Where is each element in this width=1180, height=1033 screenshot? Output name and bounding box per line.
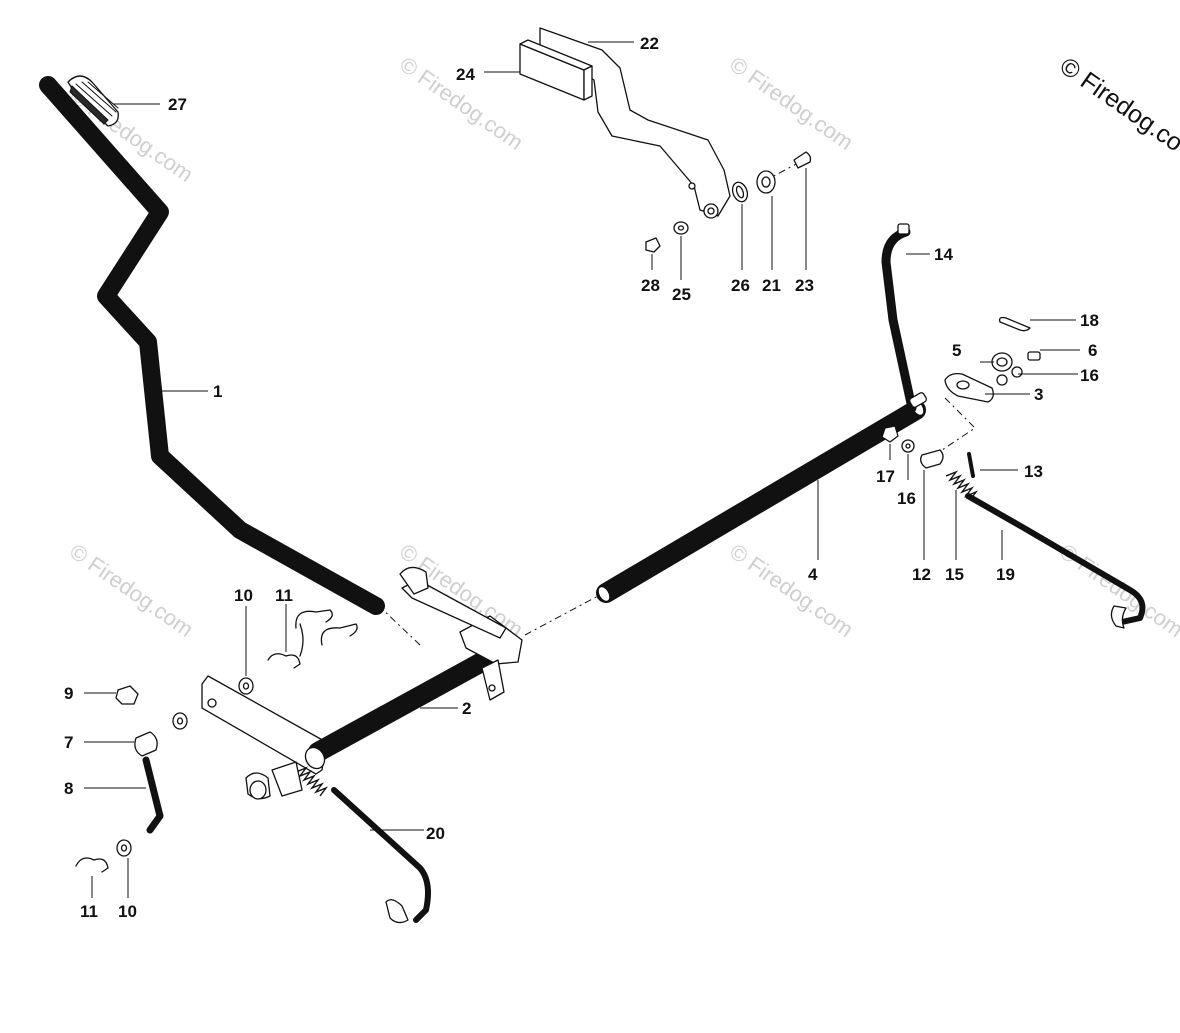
hardware-mid-right (881, 425, 975, 478)
callout-16: 16 (1080, 366, 1099, 385)
callout-3: 3 (1034, 385, 1043, 404)
nut-part-28 (645, 237, 661, 253)
alignment-lines (377, 161, 976, 646)
pin-part-12 (920, 449, 944, 469)
callout-17: 17 (876, 467, 895, 486)
callout-4: 4 (808, 565, 818, 584)
lift-lever-part-1 (39, 76, 385, 615)
hardware-upper-right (991, 316, 1041, 386)
callout-18: 18 (1080, 311, 1099, 330)
callout-8: 8 (64, 779, 73, 798)
callout-5: 5 (952, 341, 961, 360)
callout-16: 16 (897, 489, 916, 508)
watermark-corner: © Firedog.co (1055, 52, 1180, 157)
watermark: © Firedog.com (65, 539, 198, 642)
alignment-line (377, 604, 421, 646)
watermark: © Firedog.com (725, 52, 858, 155)
callout-9: 9 (64, 684, 73, 703)
callouts: 27 1 2 3 4 5 6 7 8 9 10 11 11 10 12 13 1… (64, 34, 1099, 921)
callout-10: 10 (234, 586, 253, 605)
pedal-hardware (645, 151, 812, 253)
callout-23: 23 (795, 276, 814, 295)
pin-part-18 (998, 316, 1031, 332)
clips-part-11 (267, 609, 358, 669)
bracket-part-3 (944, 372, 994, 403)
callout-25: 25 (672, 285, 691, 304)
link-rod-part-19 (965, 493, 1146, 629)
cross-shaft-part-2 (201, 566, 523, 775)
bolt-part-23 (793, 151, 812, 169)
callout-28: 28 (641, 276, 660, 295)
left-hardware (75, 677, 254, 873)
callout-13: 13 (1024, 462, 1043, 481)
leader-lines (84, 41, 1080, 898)
alignment-line (929, 397, 976, 459)
callout-11: 11 (275, 586, 293, 605)
washer (996, 374, 1008, 386)
pin-part-13 (967, 452, 975, 478)
nut-part-9 (115, 685, 139, 705)
callout-15: 15 (945, 565, 964, 584)
alignment-line (769, 161, 801, 179)
clip-part-11 (75, 857, 109, 873)
callout-19: 19 (996, 565, 1015, 584)
callout-2: 2 (462, 699, 471, 718)
bolt-part-6 (1027, 351, 1041, 361)
pad-part-24 (519, 39, 593, 101)
callout-12: 12 (912, 565, 931, 584)
callout-27: 27 (168, 95, 187, 114)
callout-14: 14 (934, 245, 953, 264)
callout-11: 11 (80, 902, 98, 921)
callout-7: 7 (64, 733, 73, 752)
callout-24: 24 (456, 65, 475, 84)
callout-26: 26 (731, 276, 750, 295)
callout-22: 22 (640, 34, 659, 53)
pin-part-7 (134, 731, 158, 757)
callout-10: 10 (118, 902, 137, 921)
arm-part-14 (881, 223, 927, 413)
washer-part-16 (1011, 366, 1023, 378)
callout-1: 1 (213, 382, 222, 401)
nut-part-17 (881, 425, 899, 443)
alignment-line (524, 595, 599, 636)
callout-6: 6 (1088, 341, 1097, 360)
link-rod-part-20 (245, 761, 431, 924)
callout-21: 21 (762, 276, 781, 295)
watermark: © Firedog.com (725, 539, 858, 642)
callout-20: 20 (426, 824, 445, 843)
watermarks: © Firedog.com © Firedog.com © Firedog.co… (65, 52, 1180, 642)
